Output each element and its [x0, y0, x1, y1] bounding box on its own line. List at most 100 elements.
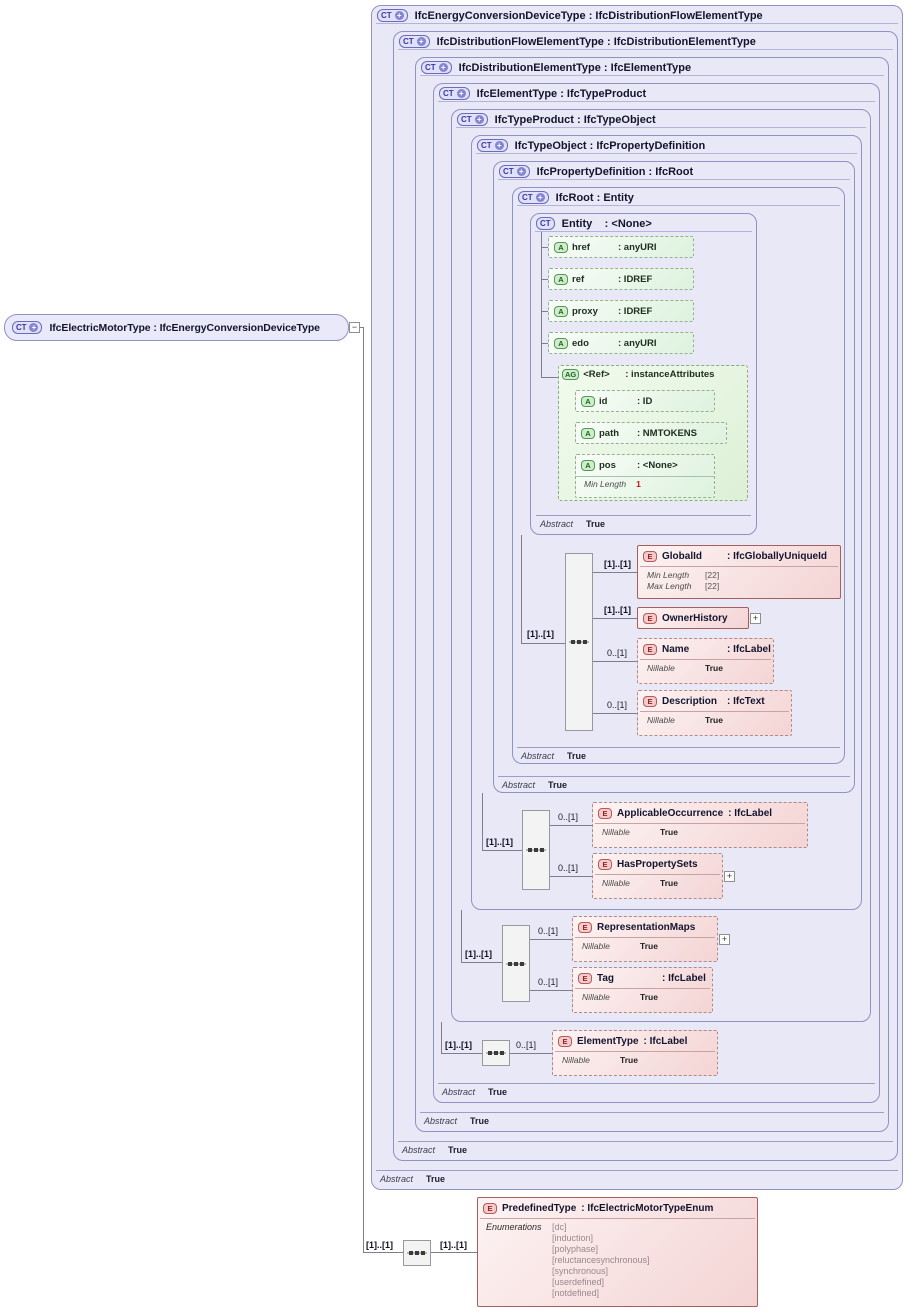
expand-button-representationmaps[interactable]: +	[719, 934, 730, 945]
element-icon: E	[643, 612, 657, 624]
element-ownerhistory[interactable]: E OwnerHistory	[637, 607, 749, 629]
type-title-ifcroot: CT+ IfcRoot : Entity	[518, 190, 634, 205]
element-icon: E	[598, 807, 612, 819]
connector-line	[550, 876, 592, 877]
element-header: E ElementType : IfcLabel	[553, 1031, 717, 1051]
element-name: Description	[662, 695, 718, 707]
element-type: : IfcLabel	[643, 1035, 688, 1047]
element-applicableoccurrence[interactable]: E ApplicableOccurrence : IfcLabel Nillab…	[592, 802, 808, 848]
derivation-icon: +	[416, 37, 426, 46]
abstract-separator	[438, 1083, 875, 1084]
cardinality-label: [1]..[1]	[486, 837, 513, 847]
type-title-text: IfcElementType : IfcTypeProduct	[476, 87, 647, 100]
complex-type-icon: CT+	[457, 113, 488, 126]
type-title-text: IfcTypeProduct : IfcTypeObject	[494, 113, 656, 126]
attribute-path[interactable]: A path : NMTOKENS	[575, 422, 727, 444]
connector-line	[364, 1252, 403, 1253]
attribute-icon: A	[554, 273, 568, 285]
abstract-separator	[398, 1141, 893, 1142]
attribute-name: path	[599, 427, 620, 439]
connector-line	[593, 713, 637, 714]
sequence-icon	[486, 1051, 506, 1055]
element-predefinedtype[interactable]: E PredefinedType : IfcElectricMotorTypeE…	[477, 1197, 758, 1307]
type-title-ifcdistributionelementtype: CT+ IfcDistributionElementType : IfcElem…	[421, 60, 691, 75]
element-icon: E	[643, 643, 657, 655]
type-title-ifcenergyconversiondevicetype: CT+ IfcEnergyConversionDeviceType : IfcD…	[377, 8, 763, 23]
attribute-icon: A	[581, 427, 595, 439]
abstract-separator	[517, 747, 840, 748]
connector-line	[593, 572, 637, 573]
element-icon: E	[643, 695, 657, 707]
complex-type-icon: CT	[536, 217, 555, 230]
attribute-row: A pos : <None>	[576, 455, 714, 476]
complex-type-icon: CT+	[518, 191, 549, 204]
sequence-icon	[506, 961, 526, 966]
derivation-icon: +	[456, 89, 466, 98]
type-box-ifcelectricmotortype[interactable]	[4, 314, 349, 341]
header-separator	[438, 101, 875, 102]
collapse-toggle[interactable]: −	[349, 322, 360, 333]
element-name: RepresentationMaps	[597, 921, 696, 933]
facet-section: Min Length[22] Max Length[22]	[640, 566, 838, 594]
expand-button-haspropertysets[interactable]: +	[724, 871, 735, 882]
derivation-icon: +	[29, 323, 39, 332]
connector-line	[593, 661, 637, 662]
sequence-connector-predefinedtype	[403, 1240, 431, 1266]
attribute-ref[interactable]: A ref : IDREF	[548, 268, 694, 290]
derivation-icon: +	[394, 11, 404, 20]
complex-type-icon: CT+	[421, 61, 452, 74]
element-globalid[interactable]: E GlobalId : IfcGloballyUniqueId Min Len…	[637, 545, 841, 599]
derivation-icon: +	[474, 115, 484, 124]
abstract-separator	[376, 1170, 898, 1171]
element-name: OwnerHistory	[662, 612, 728, 624]
attribute-type: : IDREF	[618, 273, 653, 285]
header-separator	[498, 179, 850, 180]
connector-line	[441, 1053, 482, 1054]
cardinality-label: 0..[1]	[558, 812, 579, 822]
element-header: E GlobalId : IfcGloballyUniqueId	[638, 546, 840, 566]
type-title-type: : <None>	[604, 217, 652, 230]
connector-line	[541, 279, 548, 280]
type-title-text: IfcEnergyConversionDeviceType : IfcDistr…	[414, 9, 763, 22]
connector-line	[530, 990, 572, 991]
complex-type-icon: CT+	[477, 139, 508, 152]
attribute-pos[interactable]: A pos : <None> Min Length 1	[575, 454, 715, 498]
sequence-icon	[569, 640, 589, 644]
attribute-proxy[interactable]: A proxy : IDREF	[548, 300, 694, 322]
type-title-ifctypeproduct: CT+ IfcTypeProduct : IfcTypeObject	[457, 112, 656, 127]
type-title-text: Entity	[561, 217, 593, 230]
attribute-id[interactable]: A id : ID	[575, 390, 715, 412]
connector-line	[360, 327, 364, 328]
attribute-edo[interactable]: A edo : anyURI	[548, 332, 694, 354]
attribute-icon: A	[554, 337, 568, 349]
attribute-type: : ID	[637, 395, 653, 407]
derivation-icon: +	[535, 193, 545, 202]
expand-button-ownerhistory[interactable]: +	[750, 613, 761, 624]
abstract-separator	[498, 776, 850, 777]
element-header: E PredefinedType : IfcElectricMotorTypeE…	[478, 1198, 757, 1218]
enumeration-section: Enumerations [dc] [induction] [polyphase…	[480, 1218, 755, 1302]
attribute-name: ref	[572, 273, 585, 285]
attribute-href[interactable]: A href : anyURI	[548, 236, 694, 258]
connector-line	[521, 535, 522, 643]
connector-line	[461, 962, 502, 963]
connector-line	[431, 1252, 477, 1253]
type-title-ifcpropertydefinition: CT+ IfcPropertyDefinition : IfcRoot	[499, 164, 693, 179]
element-icon: E	[598, 858, 612, 870]
attribute-type: : <None>	[637, 460, 678, 471]
connector-line	[482, 793, 483, 850]
element-name: ElementType	[577, 1035, 639, 1047]
attribute-icon: A	[581, 395, 595, 407]
derivation-icon: +	[516, 167, 526, 176]
type-title-text: IfcPropertyDefinition : IfcRoot	[536, 165, 694, 178]
